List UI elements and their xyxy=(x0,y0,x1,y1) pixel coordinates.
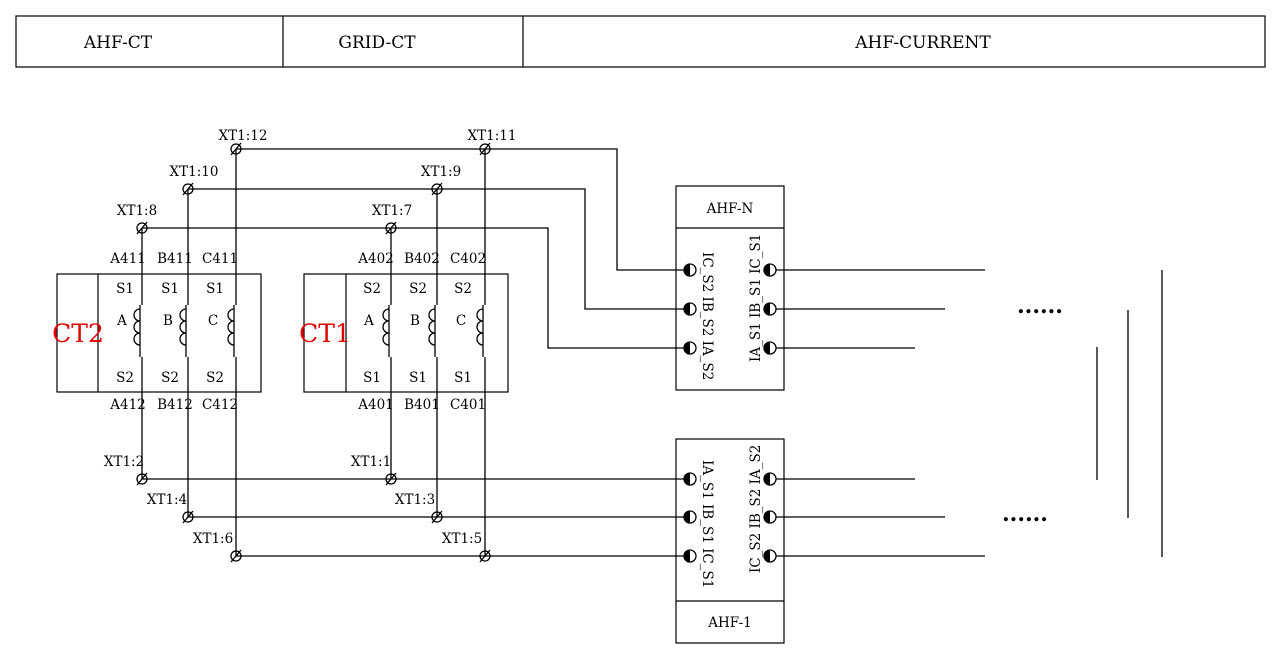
wiring xyxy=(141,148,1163,557)
ct2-coil-a-icon xyxy=(133,305,141,357)
ct2-top-label-b: B411 xyxy=(157,251,193,267)
ct1-coil-c-label: C xyxy=(456,313,466,329)
svg-text:XT1:4: XT1:4 xyxy=(147,492,187,508)
ct1-coil-c-icon xyxy=(476,305,484,357)
terminal-xt1-5: XT1:5 xyxy=(442,531,491,563)
ct1-bot-label-c: C401 xyxy=(450,397,486,413)
ct1-bot-label-a: A401 xyxy=(357,397,394,413)
ct1-top-label-a: A402 xyxy=(357,251,394,267)
svg-text:XT1:3: XT1:3 xyxy=(395,492,435,508)
ct2-bot-term-b: S2 xyxy=(161,370,179,386)
ct1-bot-term-c: S1 xyxy=(454,370,472,386)
ct2-coil-c-label: C xyxy=(208,313,218,329)
svg-text:XT1:6: XT1:6 xyxy=(193,531,233,547)
ct1-top-term-c: S2 xyxy=(454,281,472,297)
ct1-top-term-b: S2 xyxy=(409,281,427,297)
svg-text:XT1:12: XT1:12 xyxy=(219,128,268,144)
ahf-n-connector-icons xyxy=(683,263,777,355)
terminal-xt1-10: XT1:10 xyxy=(170,164,219,196)
terminal-xt1-1: XT1:1 xyxy=(351,454,397,486)
terminal-xt1-3: XT1:3 xyxy=(395,492,443,524)
ahf-1-left-col: IA_S1 IB_S1 IC_S1 xyxy=(699,460,715,588)
ct2-bot-term-a: S2 xyxy=(116,370,134,386)
ahf-1-module: AHF-1 IA_S1 IB_S1 IC_S1 IC_S2 IB_S2 IA_S… xyxy=(675,438,785,644)
ahf-n-left-col: IC_S2 IB_S2 IA_S2 xyxy=(699,252,715,380)
ct1-coil-a-label: A xyxy=(363,313,374,329)
ct2-bot-label-a: A412 xyxy=(109,397,146,413)
ct1-coil-a-icon xyxy=(382,305,390,357)
terminal-xt1-6: XT1:6 xyxy=(193,531,242,563)
ct1-top-term-a: S2 xyxy=(363,281,381,297)
terminal-xt1-2: XT1:2 xyxy=(104,454,148,486)
ct2-coil-a-label: A xyxy=(116,313,127,329)
ct1-bot-term-a: S1 xyxy=(363,370,381,386)
svg-text:XT1:1: XT1:1 xyxy=(351,454,391,470)
ct1-title: CT1 xyxy=(299,319,351,348)
ahf-1-right-col: IC_S2 IB_S2 IA_S2 xyxy=(748,445,764,573)
svg-text:XT1:2: XT1:2 xyxy=(104,454,144,470)
ct1-block: CT1 A402 B402 C402 S2 S2 S2 A B C S1 S1 … xyxy=(299,251,509,413)
ct2-top-term-a: S1 xyxy=(116,281,134,297)
ct2-coil-b-icon xyxy=(179,305,187,357)
ahf-n-module: AHF-N IC_S2 IB_S2 IA_S2 IA_S1 IB_S1 IC_S… xyxy=(675,185,785,391)
ct2-bot-label-c: C412 xyxy=(202,397,238,413)
ahf-1-title: AHF-1 xyxy=(707,615,751,631)
ct1-coil-b-icon xyxy=(428,305,436,357)
terminal-xt1-7: XT1:7 xyxy=(372,203,412,235)
ct1-top-label-b: B402 xyxy=(404,251,440,267)
terminal-xt1-12: XT1:12 xyxy=(219,128,268,156)
ct2-coil-c-icon xyxy=(227,305,235,357)
ct2-bot-term-c: S2 xyxy=(206,370,224,386)
header-ahf-current: AHF-CURRENT xyxy=(854,33,991,53)
terminal-xt1-11: XT1:11 xyxy=(468,128,517,156)
ct2-title: CT2 xyxy=(52,319,104,348)
header-grid-ct: GRID-CT xyxy=(338,33,416,53)
terminal-xt1-9: XT1:9 xyxy=(421,164,461,196)
ct1-bot-label-b: B401 xyxy=(404,397,440,413)
ct2-top-label-a: A411 xyxy=(109,251,146,267)
ahf-n-right-col: IA_S1 IB_S1 IC_S1 xyxy=(748,234,764,362)
svg-text:XT1:5: XT1:5 xyxy=(442,531,482,547)
svg-text:XT1:8: XT1:8 xyxy=(117,203,157,219)
terminal-xt1-8: XT1:8 xyxy=(117,203,157,235)
ct2-top-term-c: S1 xyxy=(206,281,224,297)
ellipsis-upper: ...... xyxy=(1017,293,1063,319)
ct1-coil-b-label: B xyxy=(410,313,420,329)
svg-text:XT1:10: XT1:10 xyxy=(170,164,219,180)
ct2-coil-b-label: B xyxy=(163,313,173,329)
ct2-top-term-b: S1 xyxy=(161,281,179,297)
svg-text:XT1:9: XT1:9 xyxy=(421,164,461,180)
ahf-1-connector-icons xyxy=(683,472,777,563)
ct1-top-label-c: C402 xyxy=(450,251,486,267)
svg-text:XT1:7: XT1:7 xyxy=(372,203,412,219)
terminal-markers: XT1:12 XT1:11 XT1:10 XT1:9 XT1:8 XT1:7 X… xyxy=(104,128,517,563)
ahf-n-title: AHF-N xyxy=(706,201,754,217)
header-ahf-ct: AHF-CT xyxy=(83,33,153,53)
ct2-bot-label-b: B412 xyxy=(157,397,193,413)
header-table: AHF-CT GRID-CT AHF-CURRENT xyxy=(15,15,1266,68)
ct2-block: CT2 A411 B411 C411 S1 S1 S1 A B C S2 S2 … xyxy=(52,251,262,413)
svg-text:XT1:11: XT1:11 xyxy=(468,128,517,144)
ellipsis-lower: ...... xyxy=(1002,501,1048,527)
ct2-top-label-c: C411 xyxy=(202,251,238,267)
ct1-bot-term-b: S1 xyxy=(409,370,427,386)
terminal-xt1-4: XT1:4 xyxy=(147,492,194,524)
